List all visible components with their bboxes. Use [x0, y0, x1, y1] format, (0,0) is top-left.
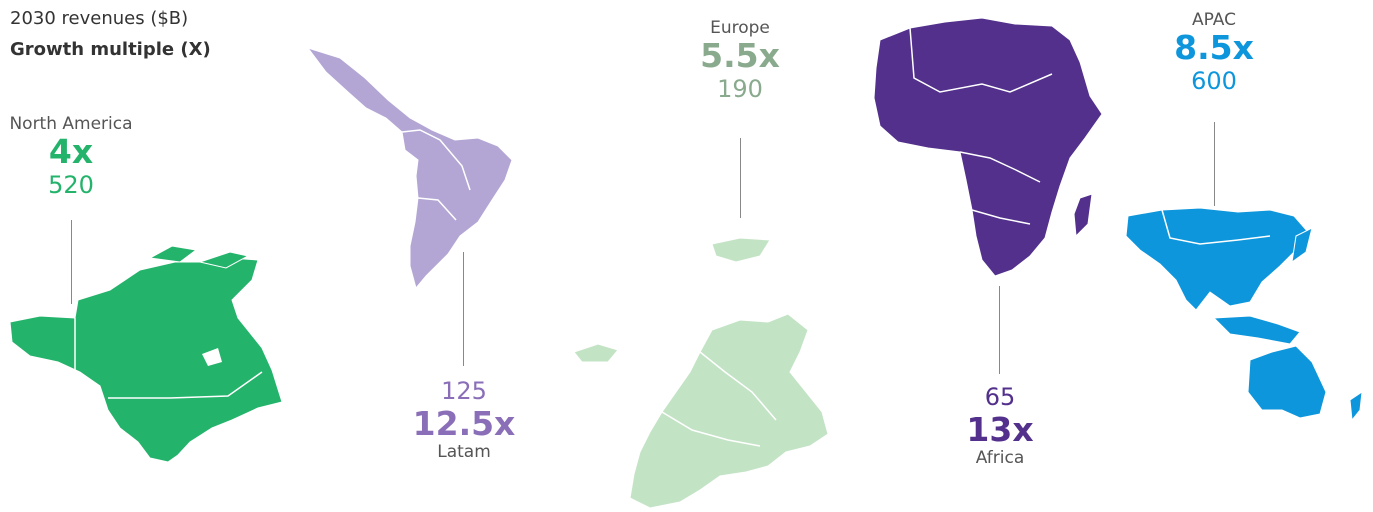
- region-name: Latam: [437, 442, 491, 462]
- growth-multiple: 13x: [966, 410, 1034, 449]
- north-america-map: [9, 245, 283, 463]
- latam-map: [306, 47, 513, 290]
- growth-multiple: 12.5x: [412, 404, 516, 443]
- leader-line: [71, 220, 72, 304]
- region-name: Africa: [975, 448, 1025, 468]
- leader-line: [1214, 122, 1215, 206]
- region-apac: APAC 8.5x 600: [1154, 10, 1274, 96]
- region-name: APAC: [1192, 10, 1236, 30]
- legend-growth-label: Growth multiple (X): [10, 39, 211, 60]
- legend-growth-prefix: Growth multiple (: [10, 39, 189, 60]
- region-africa: 65 13x Africa: [940, 382, 1060, 468]
- africa-map: [873, 17, 1103, 277]
- legend-growth-suffix: ): [202, 39, 211, 60]
- revenue-value: 600: [1191, 67, 1237, 95]
- region-europe: Europe 5.5x 190: [680, 18, 800, 104]
- growth-multiple: 8.5x: [1174, 28, 1254, 67]
- region-latam: 125 12.5x Latam: [404, 376, 524, 462]
- revenue-value: 125: [441, 377, 487, 405]
- legend-growth-x: X: [188, 39, 203, 60]
- leader-line: [740, 138, 741, 218]
- revenue-value: 520: [48, 171, 94, 199]
- region-name: North America: [9, 114, 133, 134]
- europe-map: [573, 237, 829, 509]
- growth-multiple: 5.5x: [700, 36, 780, 75]
- revenue-value: 65: [984, 383, 1016, 411]
- region-north-america: North America 4x 520: [6, 114, 136, 200]
- growth-multiple: 4x: [48, 132, 94, 171]
- revenue-value: 190: [717, 75, 763, 103]
- leader-line: [999, 286, 1000, 374]
- leader-line: [463, 252, 464, 366]
- region-name: Europe: [710, 18, 770, 38]
- apac-map: [1125, 207, 1363, 422]
- legend: 2030 revenues ($B) Growth multiple (X): [10, 8, 211, 60]
- legend-revenue-label: 2030 revenues ($B): [10, 8, 189, 29]
